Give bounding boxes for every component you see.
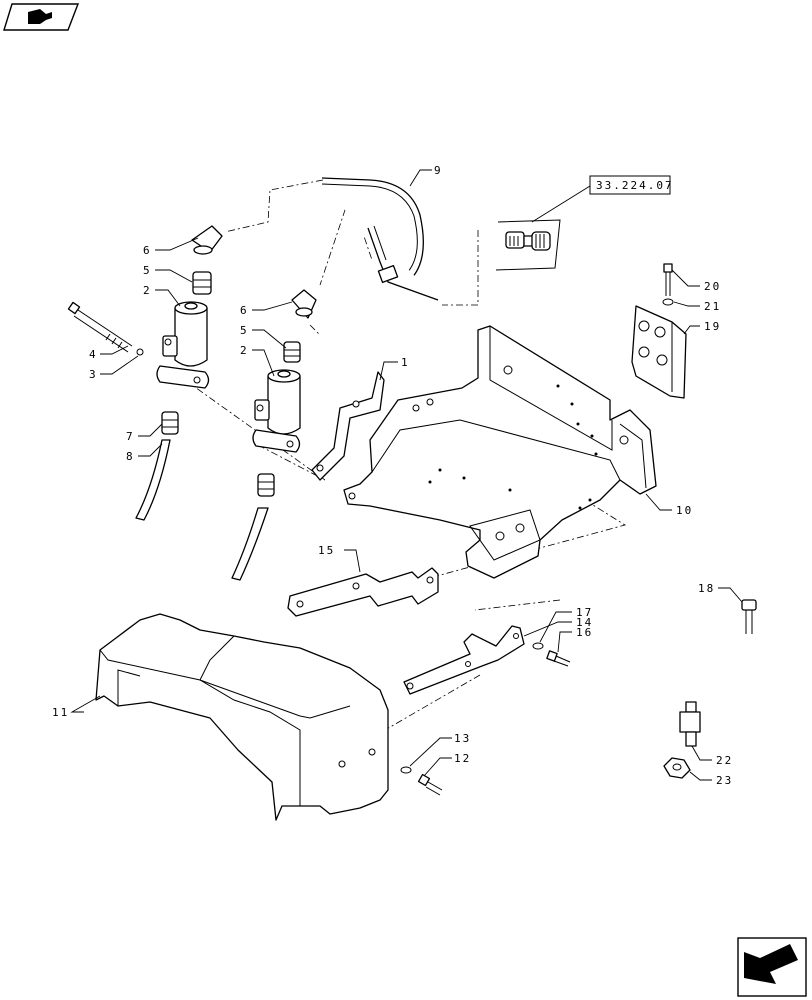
valve-left xyxy=(156,225,223,389)
valve-right xyxy=(252,289,317,453)
label-6: 6 xyxy=(143,244,152,257)
reference-box-text: 33.224.07 xyxy=(596,179,674,192)
label-21: 21 xyxy=(704,300,721,313)
fitting-part-7 xyxy=(161,411,179,435)
frame-part-10 xyxy=(343,325,657,579)
strap-part-15 xyxy=(287,567,439,617)
label-19: 19 xyxy=(704,320,721,333)
label-12: 12 xyxy=(454,752,471,765)
washer-part-13 xyxy=(400,766,412,774)
label-3: 3 xyxy=(89,368,98,381)
nut-part-23 xyxy=(663,757,691,779)
strap-part-14 xyxy=(403,625,525,695)
fitting-assembly xyxy=(495,219,561,271)
label-17: 17 xyxy=(576,606,593,619)
cover-part-11 xyxy=(95,613,389,821)
part-labels: 6 5 2 4 3 7 8 6 5 2 1 9 10 11 12 13 14 1… xyxy=(52,164,733,787)
label-18: 18 xyxy=(698,582,715,595)
label-22: 22 xyxy=(716,754,733,767)
label-23: 23 xyxy=(716,774,733,787)
label-8: 8 xyxy=(126,450,135,463)
label-5: 5 xyxy=(143,264,152,277)
bracket-part-1 xyxy=(311,371,385,481)
washer-part-21 xyxy=(662,298,674,306)
label-10: 10 xyxy=(676,504,693,517)
label-13: 13 xyxy=(454,732,471,745)
bolt-part-12 xyxy=(417,773,443,796)
book-arrow-icon[interactable] xyxy=(3,3,80,31)
label-1: 1 xyxy=(401,356,410,369)
leader-lines xyxy=(70,169,743,781)
bolt-part-4 xyxy=(67,301,133,353)
reference-box[interactable]: 33.224.07 xyxy=(589,175,674,195)
label-16: 16 xyxy=(576,626,593,639)
label-5b: 5 xyxy=(240,324,249,337)
stud-part-22 xyxy=(679,701,701,747)
bolt-part-16 xyxy=(546,650,571,667)
label-2: 2 xyxy=(143,284,152,297)
label-15: 15 xyxy=(318,544,335,557)
plate-part-19 xyxy=(631,305,687,399)
tube-part-8 xyxy=(135,439,171,521)
hose-part-9 xyxy=(321,177,439,301)
next-page-arrow-icon[interactable] xyxy=(737,937,807,997)
label-4: 4 xyxy=(89,348,98,361)
tube-lower-right xyxy=(231,507,269,581)
bolt-part-20 xyxy=(663,263,673,296)
fitting-lower-right xyxy=(257,473,275,497)
label-2b: 2 xyxy=(240,344,249,357)
washer-part-17 xyxy=(532,642,544,650)
label-9: 9 xyxy=(434,164,443,177)
label-7: 7 xyxy=(126,430,135,443)
label-14: 14 xyxy=(576,616,593,629)
label-20: 20 xyxy=(704,280,721,293)
label-6b: 6 xyxy=(240,304,249,317)
label-11: 11 xyxy=(52,706,69,719)
washer-part-3 xyxy=(136,348,144,356)
bolt-part-18 xyxy=(741,599,757,634)
